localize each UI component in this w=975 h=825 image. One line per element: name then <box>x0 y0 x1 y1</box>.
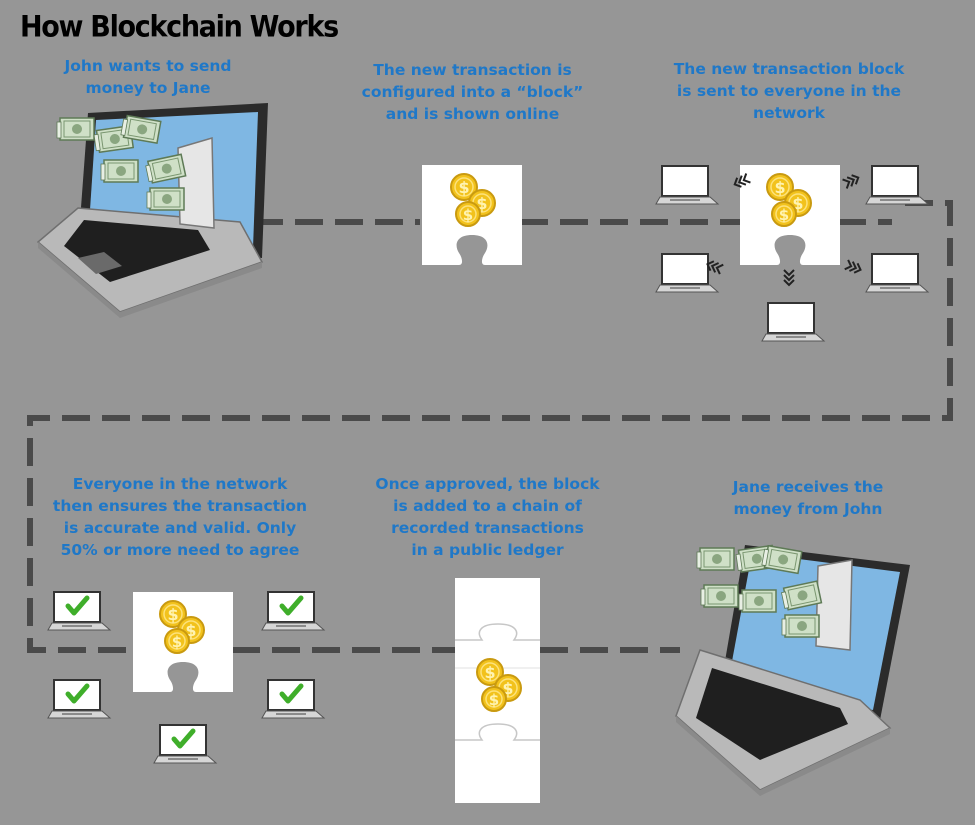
step-5-caption: Once approved, the block is added to a c… <box>365 473 610 561</box>
step-2-caption: The new transaction is configured into a… <box>355 59 590 125</box>
step-6-caption: Jane receives the money from John <box>718 476 898 520</box>
step-6-line-1: Jane receives the <box>732 478 884 496</box>
validator-laptop-icon <box>153 724 217 764</box>
step-2-line-2: configured into a “block” <box>361 83 584 101</box>
validator-laptop-icon <box>261 679 325 719</box>
network-laptop-icon <box>761 302 825 342</box>
step-5-line-1: Once approved, the block <box>375 475 600 493</box>
step-4-line-4: 50% or more need to agree <box>60 541 300 559</box>
validator-laptop-icon <box>47 679 111 719</box>
broadcast-block-icon <box>740 165 840 265</box>
step-4-line-2: then ensures the transaction <box>52 497 308 515</box>
arrow-chevron-icon <box>843 258 864 276</box>
arrow-chevron-icon <box>783 269 795 286</box>
step-4-line-3: is accurate and valid. Only <box>63 519 297 537</box>
step-6-line-2: money from John <box>733 500 883 518</box>
page-title: How Blockchain Works <box>20 10 339 45</box>
network-laptop-icon <box>865 165 929 205</box>
validator-laptop-icon <box>261 591 325 631</box>
step-4-caption: Everyone in the network then ensures the… <box>40 473 320 561</box>
step-1-line-2: money to Jane <box>85 79 211 97</box>
ledger-chain-icon <box>455 578 540 803</box>
sender-laptop-icon <box>36 103 268 318</box>
step-3-line-2: is sent to everyone in the <box>676 82 902 100</box>
step-5-line-3: recorded transactions <box>391 519 584 537</box>
network-laptop-icon <box>655 165 719 205</box>
validated-block-icon <box>133 592 233 692</box>
transaction-block-icon <box>422 165 522 265</box>
step-5-line-4: in a public ledger <box>411 541 564 559</box>
receiver-laptop-icon <box>675 544 910 796</box>
connector-path <box>27 200 953 653</box>
step-1-line-1: John wants to send <box>64 57 232 75</box>
step-3-line-3: network <box>753 104 825 122</box>
network-laptop-icon <box>865 253 929 293</box>
step-2-line-1: The new transaction is <box>373 61 572 79</box>
arrow-chevron-icon <box>841 172 862 190</box>
validator-laptop-icon <box>47 591 111 631</box>
step-3-line-1: The new transaction block <box>673 60 905 78</box>
step-1-caption: John wants to send money to Jane <box>48 55 248 99</box>
step-4-line-1: Everyone in the network <box>72 475 288 493</box>
step-2-line-3: and is shown online <box>385 105 560 123</box>
step-5-line-2: is added to a chain of <box>393 497 582 515</box>
step-3-caption: The new transaction block is sent to eve… <box>660 58 918 124</box>
network-laptop-icon <box>655 253 719 293</box>
